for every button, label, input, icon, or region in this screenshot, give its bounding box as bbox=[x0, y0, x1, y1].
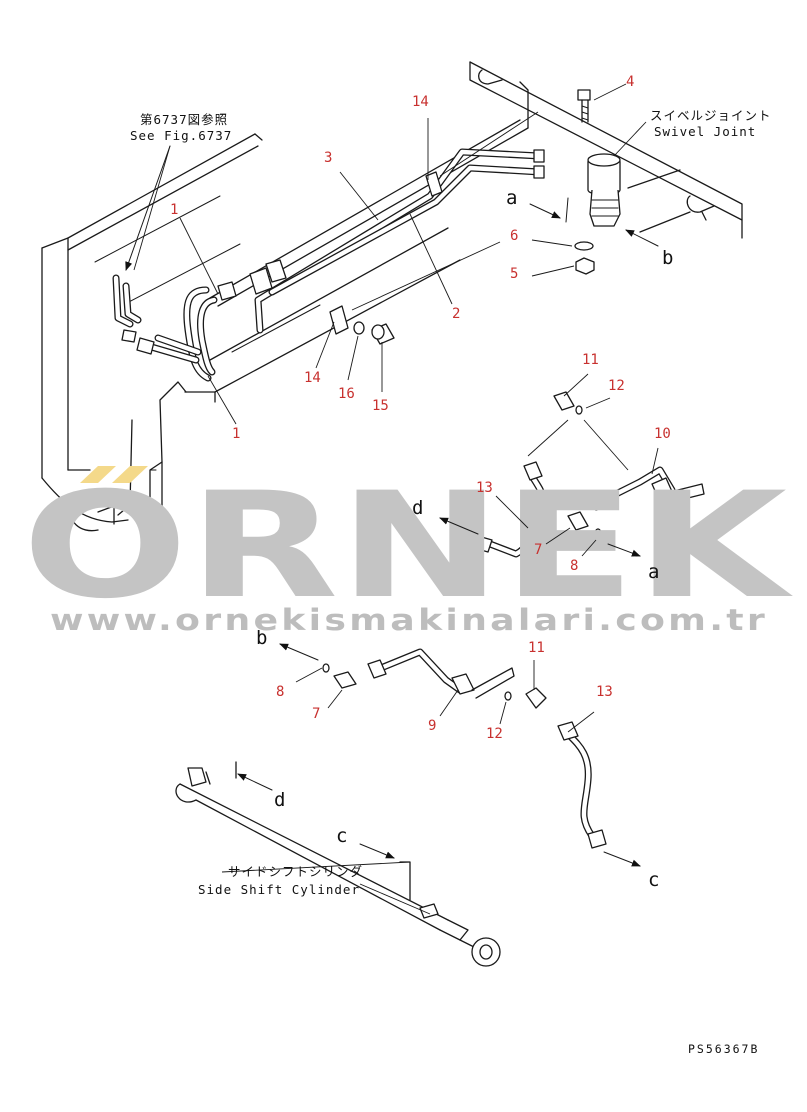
callout-13-lower: 13 bbox=[596, 684, 613, 700]
callout-16: 16 bbox=[338, 386, 355, 402]
ref-d-mid: d bbox=[412, 497, 423, 519]
callout-4: 4 bbox=[626, 74, 634, 90]
callout-8-right: 8 bbox=[570, 558, 578, 574]
callout-12-upper: 12 bbox=[608, 378, 625, 394]
notes: 第6737図参照 See Fig.6737 スイベルジョイント Swivel J… bbox=[130, 108, 772, 1056]
callout-10: 10 bbox=[654, 426, 671, 442]
see-fig-note-en: See Fig.6737 bbox=[130, 128, 232, 143]
callout-13-upper: 13 bbox=[476, 480, 493, 496]
see-fig-note-jp: 第6737図参照 bbox=[140, 112, 228, 127]
ref-a-mid: a bbox=[648, 561, 659, 583]
watermark-brand: ORNEK bbox=[22, 461, 793, 631]
callout-numbers: 1 1 2 3 4 5 6 7 7 8 8 9 10 11 11 12 12 1… bbox=[170, 74, 671, 742]
callout-1-upper: 1 bbox=[170, 202, 178, 218]
reference-letters: a b d a b d c c bbox=[256, 187, 673, 891]
detail-b bbox=[322, 648, 607, 849]
callout-2: 2 bbox=[452, 306, 460, 322]
callout-11-upper: 11 bbox=[582, 352, 599, 368]
watermark-url: www.ornekismakinalari.com.tr bbox=[50, 603, 768, 637]
watermark-accent-right bbox=[112, 466, 148, 483]
swivel-joint bbox=[565, 89, 621, 275]
detail-a bbox=[473, 391, 705, 558]
callout-6: 6 bbox=[510, 228, 518, 244]
callout-7-right: 7 bbox=[534, 542, 542, 558]
ref-a-top: a bbox=[506, 187, 517, 209]
swivel-joint-label-jp: スイベルジョイント bbox=[650, 108, 772, 123]
main-pipes bbox=[254, 148, 545, 334]
swivel-joint-label-en: Swivel Joint bbox=[654, 124, 756, 139]
callout-9: 9 bbox=[428, 718, 436, 734]
callout-12-lower: 12 bbox=[486, 726, 503, 742]
callout-8-left: 8 bbox=[276, 684, 284, 700]
callout-14-lower: 14 bbox=[304, 370, 321, 386]
callout-3: 3 bbox=[324, 150, 332, 166]
cylinder-label-en: Side Shift Cylinder bbox=[198, 882, 360, 897]
callout-5: 5 bbox=[510, 266, 518, 282]
hose-group-1 bbox=[112, 259, 287, 382]
watermark: ORNEK www.ornekismakinalari.com.tr bbox=[22, 461, 793, 637]
ref-c-lower: c bbox=[336, 825, 347, 847]
clamp-bolt-group bbox=[329, 305, 395, 345]
callout-15: 15 bbox=[372, 398, 389, 414]
drawing-code: PS56367B bbox=[688, 1042, 759, 1056]
ref-d-lower: d bbox=[274, 789, 285, 811]
callout-14-upper: 14 bbox=[412, 94, 429, 110]
ref-b-top: b bbox=[662, 247, 673, 269]
watermark-accent-left bbox=[80, 466, 116, 483]
cylinder-label-jp: サイドシフトシリンダ bbox=[228, 864, 363, 879]
callout-7-left: 7 bbox=[312, 706, 320, 722]
side-shift-cylinder bbox=[175, 761, 501, 967]
reference-arrows bbox=[125, 145, 659, 867]
chassis-frame bbox=[41, 133, 263, 532]
callout-11-lower: 11 bbox=[528, 640, 545, 656]
mount-plate bbox=[469, 61, 743, 239]
ref-b-lower: b bbox=[256, 627, 267, 649]
leader-lines bbox=[133, 83, 659, 915]
ref-c-right: c bbox=[648, 869, 659, 891]
callout-1-lower: 1 bbox=[232, 426, 240, 442]
